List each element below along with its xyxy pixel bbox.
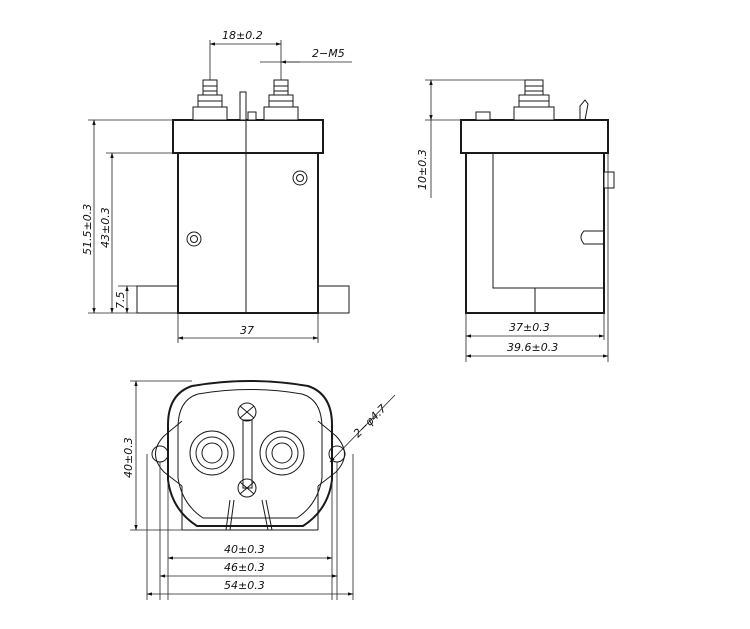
side-view: 10±0.3 37±0.3 39.6±0.3 [416, 79, 615, 362]
dim-39-6: 39.6±0.3 [507, 341, 558, 354]
hole-label: 2−φ4.7 [351, 402, 389, 440]
dim-7-5: 7.5 [114, 292, 127, 310]
mount-hole-left-icon [151, 445, 169, 463]
dim-51-5: 51.5±0.3 [81, 204, 94, 255]
thread-label: 2−M5 [312, 47, 345, 60]
screw-top-icon [237, 402, 257, 422]
dim-37-side: 37±0.3 [509, 321, 550, 334]
dim-54: 54±0.3 [224, 579, 265, 592]
front-view: 18±0.2 2−M5 51.5±0.3 43±0.3 7.5 37 [81, 29, 352, 343]
bottom-view: 40±0.3 2−φ4.7 40±0.3 46±0.3 54±0.3 [122, 380, 396, 600]
dim-18: 18±0.2 [222, 29, 263, 42]
dim-10: 10±0.3 [416, 149, 429, 190]
dim-43: 43±0.3 [99, 207, 112, 248]
dim-46: 46±0.3 [224, 561, 265, 574]
screw-hole-icon [292, 170, 308, 186]
terminal-right-icon [263, 79, 299, 121]
terminal-side-icon [513, 79, 555, 121]
screw-bottom-icon [237, 478, 257, 498]
dim-40-vertical: 40±0.3 [122, 437, 135, 478]
terminal-bottom-left-icon [189, 430, 235, 476]
dim-40-horizontal: 40±0.3 [224, 543, 265, 556]
dim-37: 37 [240, 324, 254, 337]
screw-hole-icon [186, 231, 202, 247]
terminal-left-icon [192, 79, 228, 121]
terminal-bottom-right-icon [259, 430, 305, 476]
